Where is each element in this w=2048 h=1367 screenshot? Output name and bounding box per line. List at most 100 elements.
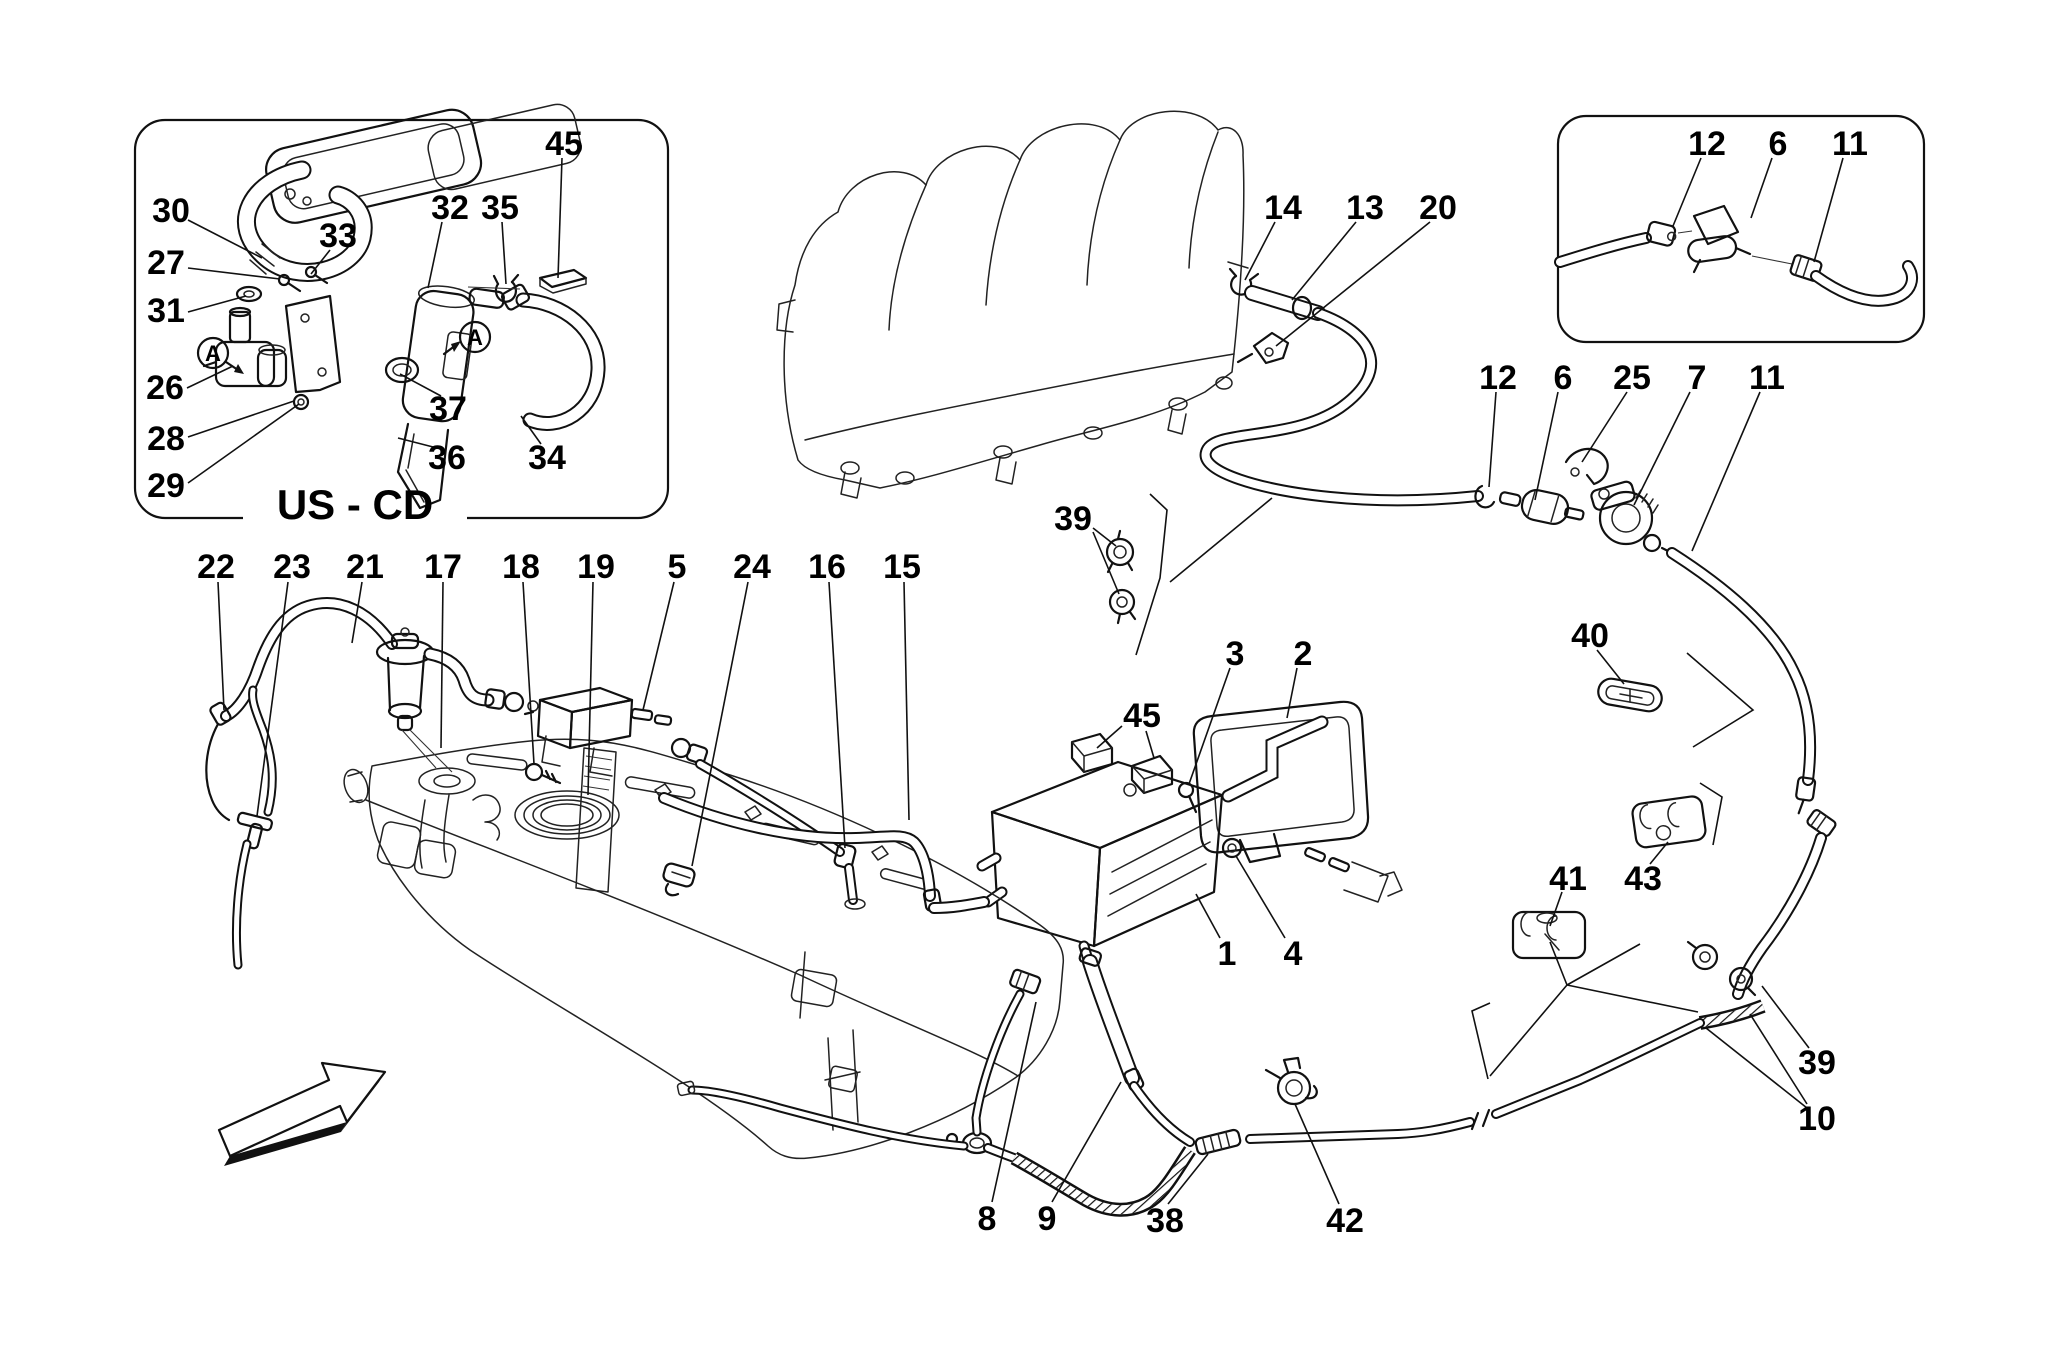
valve-6-stem bbox=[1498, 491, 1522, 507]
clamp-on-hose-13 bbox=[1291, 295, 1313, 321]
part-label-24: 24 bbox=[733, 548, 771, 586]
part-label-25: 25 bbox=[1613, 359, 1651, 397]
leader-line-4 bbox=[1235, 855, 1286, 939]
leader-line-2 bbox=[1286, 667, 1298, 719]
hose-15-end bbox=[930, 898, 988, 912]
washer-31 bbox=[235, 285, 263, 303]
braided-hose-38 bbox=[1011, 1147, 1194, 1215]
pipe-mid-right bbox=[1493, 1020, 1703, 1117]
leader-line-36 bbox=[397, 437, 438, 449]
funnel-36 bbox=[396, 422, 450, 510]
leader-line-26 bbox=[186, 365, 234, 389]
leader-line-39a bbox=[1092, 527, 1117, 547]
part-label-30: 30 bbox=[152, 192, 190, 230]
bracket-28 bbox=[284, 294, 342, 394]
grommet-39-a1 bbox=[1105, 529, 1135, 574]
part-label-45a: 45 bbox=[545, 125, 583, 163]
direction-arrow bbox=[217, 1061, 387, 1166]
leader-line-45a bbox=[557, 157, 563, 279]
valve-housing-7 bbox=[1590, 480, 1659, 546]
pump-valve-plumbing bbox=[205, 597, 990, 970]
part-label-35: 35 bbox=[481, 189, 519, 227]
nut-29 bbox=[292, 393, 310, 411]
leader-line-14 bbox=[1244, 221, 1276, 281]
valve-6-body bbox=[1520, 489, 1585, 525]
purge-valve-group bbox=[1474, 447, 1674, 555]
leader-line-43 bbox=[1649, 841, 1669, 865]
connector-below-11 bbox=[1806, 809, 1837, 837]
leader-line-8 bbox=[991, 1001, 1037, 1203]
leader-line-21 bbox=[351, 581, 363, 644]
inset-hose-right bbox=[1812, 262, 1916, 305]
part-label-43: 43 bbox=[1624, 860, 1662, 898]
t-fitting-23 bbox=[236, 811, 273, 850]
part-label-9: 9 bbox=[1038, 1200, 1057, 1238]
grommet-39-r1 bbox=[1686, 940, 1719, 971]
leader-line-11a bbox=[1691, 391, 1761, 552]
leader-line-6a bbox=[1534, 391, 1559, 501]
elbow-16 bbox=[833, 843, 866, 910]
part-label-42: 42 bbox=[1326, 1202, 1364, 1240]
leader-line-11b bbox=[1813, 157, 1844, 263]
leader-line-31 bbox=[187, 295, 247, 313]
part-label-1: 1 bbox=[1218, 935, 1237, 973]
leader-line-45b bbox=[1096, 725, 1123, 749]
leader-line-18 bbox=[522, 581, 535, 765]
under-tank-lines bbox=[676, 947, 1318, 1217]
part-label-39b: 39 bbox=[1798, 1044, 1836, 1082]
valve-5 bbox=[523, 686, 673, 777]
part-label-28: 28 bbox=[147, 420, 185, 458]
pipe-end-fitting bbox=[676, 1080, 696, 1097]
leader-line-22 bbox=[217, 581, 225, 711]
part-label-27: 27 bbox=[147, 244, 185, 282]
part-label-3: 3 bbox=[1226, 635, 1245, 673]
leader-line-20 bbox=[1275, 221, 1431, 347]
grommet-39-a2 bbox=[1108, 588, 1137, 625]
drain-tube bbox=[233, 841, 250, 968]
leader-line-27 bbox=[187, 267, 281, 280]
part-label-36: 36 bbox=[428, 439, 466, 477]
inset-hose-left bbox=[1556, 234, 1650, 266]
clip-41 bbox=[1511, 910, 1587, 960]
leader-star bbox=[1471, 782, 1723, 1080]
inset-us-cd: A A US - CD bbox=[133, 103, 670, 540]
leader-line-33 bbox=[310, 249, 331, 275]
part-label-5: 5 bbox=[668, 548, 687, 586]
leader-line-39b bbox=[1761, 985, 1810, 1049]
cap-45-inset bbox=[538, 268, 588, 294]
leader-line-29 bbox=[187, 403, 300, 484]
hose-34-fitting bbox=[500, 283, 531, 311]
pointer-40 bbox=[1686, 652, 1755, 748]
part-label-7: 7 bbox=[1688, 359, 1707, 397]
part-label-21: 21 bbox=[346, 548, 384, 586]
inset-fitting-12 bbox=[1645, 220, 1677, 247]
part-label-38: 38 bbox=[1146, 1202, 1184, 1240]
leader-line-23 bbox=[256, 581, 289, 817]
leader-line-6b bbox=[1750, 157, 1773, 219]
bracket-20 bbox=[1236, 331, 1290, 365]
clip-43 bbox=[1631, 795, 1707, 849]
part-label-26: 26 bbox=[146, 369, 184, 407]
nut-4 bbox=[1221, 837, 1243, 859]
part-label-39a: 39 bbox=[1054, 500, 1092, 538]
part-label-22: 22 bbox=[197, 548, 235, 586]
leader-line-32 bbox=[427, 221, 443, 289]
part-label-34: 34 bbox=[528, 439, 566, 477]
grommet-40 bbox=[1597, 677, 1663, 713]
pipe-bottom bbox=[1247, 1119, 1473, 1142]
clamp-ring-37 bbox=[384, 356, 420, 384]
cap-45-right bbox=[1130, 754, 1174, 795]
leader-line-16 bbox=[828, 581, 846, 849]
leader-line-34 bbox=[520, 415, 542, 445]
screw-33 bbox=[304, 265, 329, 285]
gasket-19 bbox=[514, 747, 620, 893]
hose-22 bbox=[205, 722, 231, 822]
part-label-29: 29 bbox=[147, 467, 185, 505]
part-label-4: 4 bbox=[1284, 935, 1303, 973]
leader-line-19 bbox=[587, 581, 594, 796]
grommet-39-pointer bbox=[1135, 493, 1273, 656]
leader-line-30 bbox=[187, 219, 263, 259]
